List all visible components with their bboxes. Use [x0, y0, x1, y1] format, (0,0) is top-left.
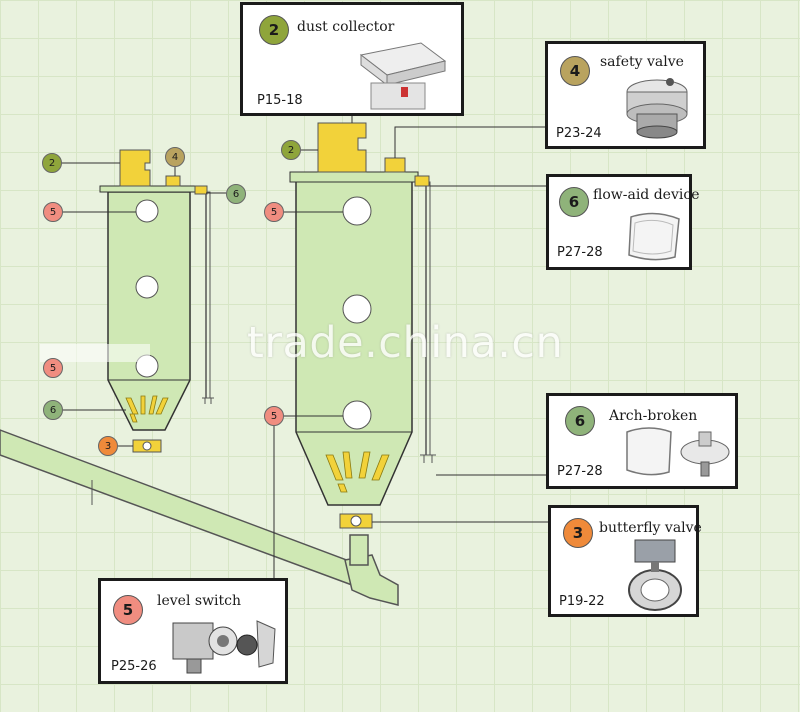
level-switch-icon	[172, 620, 276, 674]
callout-pages: P23-24	[556, 126, 602, 141]
marker-butterfly-valve-small: 3	[98, 436, 118, 456]
callout-title: level switch	[157, 593, 242, 609]
callout-title: butterfly valve	[599, 520, 702, 536]
callout-number: 3	[563, 518, 593, 548]
callout-title: dust collector	[297, 19, 395, 35]
dust-collector-icon	[359, 42, 447, 110]
marker-arch-broken-small: 6	[43, 400, 63, 420]
flow-aid-pad-icon	[628, 212, 680, 261]
marker-safety-valve-small: 4	[165, 147, 185, 167]
marker-dust-collector-small: 2	[42, 153, 62, 173]
callout-title: safety valve	[600, 54, 684, 70]
watermark: trade.china.cn	[247, 318, 564, 368]
callout-number: 2	[259, 15, 289, 45]
callout-pages: P15-18	[257, 93, 303, 108]
marker-level-switch-small-top: 5	[43, 202, 63, 222]
butterfly-valve-icon	[628, 539, 682, 611]
large-silo	[289, 122, 436, 529]
callout-level-switch: 5 level switch P25-26	[98, 578, 288, 684]
callout-butterfly-valve: 3 butterfly valve P19-22	[548, 505, 702, 617]
callout-title: flow-aid device	[593, 187, 700, 203]
watermark-smudge	[40, 344, 150, 362]
callout-dust-collector: 2 dust collector P15-18	[240, 2, 464, 116]
marker-level-switch-large-bottom: 5	[264, 406, 284, 426]
marker-level-switch-small-bottom: 5	[43, 358, 63, 378]
leader-lines	[60, 115, 548, 578]
small-silo	[99, 149, 214, 453]
callout-flow-aid-device: 6 flow-aid device P27-28	[546, 174, 699, 270]
conveyor-pipe	[0, 429, 399, 606]
callout-pages: P27-28	[557, 464, 603, 479]
marker-flow-aid-small: 6	[226, 184, 246, 204]
callout-pages: P25-26	[111, 659, 157, 674]
callout-pages: P19-22	[559, 594, 605, 609]
callout-pages: P27-28	[557, 245, 603, 260]
callout-title: Arch-broken	[609, 408, 698, 424]
marker-dust-collector-large: 2	[281, 140, 301, 160]
callout-safety-valve: 4 safety valve P23-24	[545, 41, 706, 149]
callout-number: 5	[113, 595, 143, 625]
safety-valve-icon	[626, 78, 688, 139]
callout-number: 6	[565, 406, 595, 436]
callout-number: 4	[560, 56, 590, 86]
callout-arch-broken: 6 Arch-broken P27-28	[546, 393, 738, 489]
arch-breaker-icon	[626, 427, 730, 477]
callout-number: 6	[559, 187, 589, 217]
marker-level-switch-large-top: 5	[264, 202, 284, 222]
